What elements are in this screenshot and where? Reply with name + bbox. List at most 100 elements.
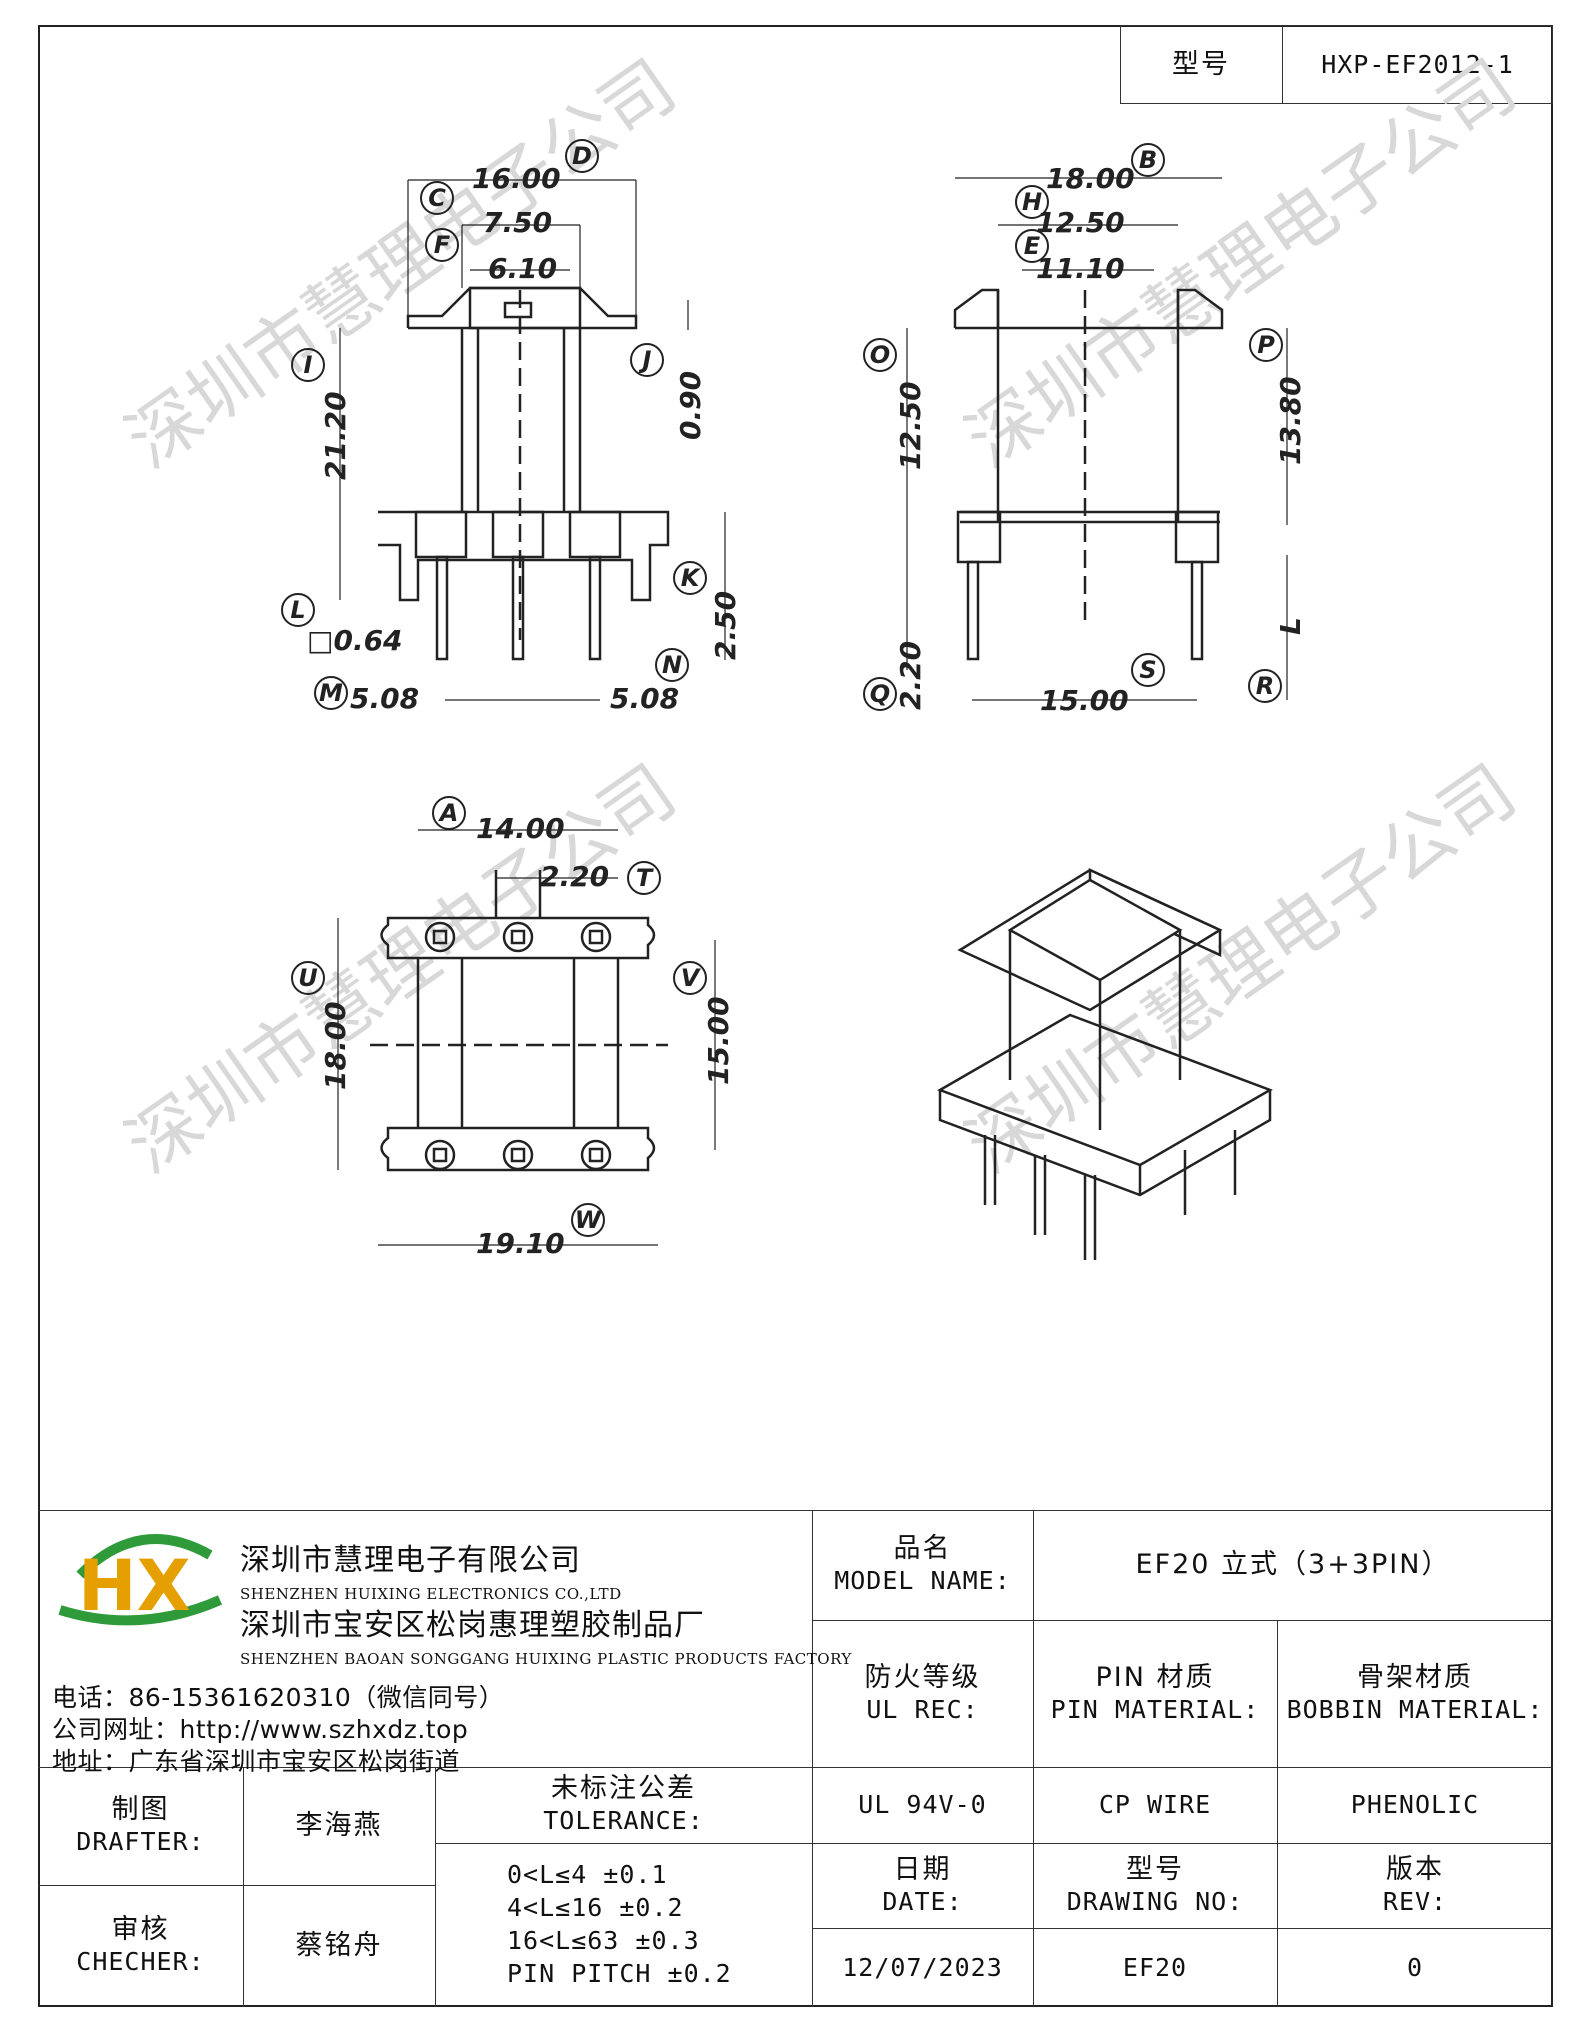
label-H: H — [1022, 188, 1042, 216]
watermark-1: 深圳市慧理电子公司 — [112, 43, 691, 483]
label-circle-T — [627, 861, 661, 895]
label-circle-K — [673, 561, 707, 595]
label-L: L — [290, 596, 305, 624]
label-R: R — [1256, 672, 1274, 700]
factory-name-en: SHENZHEN BAOAN SONGGANG HUIXING PLASTIC … — [240, 1650, 852, 1668]
titleblock-divider-left-1 — [243, 1767, 244, 2007]
factory-name-cn: 深圳市宝安区松岗惠理塑胶制品厂 — [240, 1608, 705, 1643]
label-B: B — [1139, 146, 1157, 174]
circled-labels — [281, 139, 1283, 1237]
label-D: D — [572, 142, 592, 170]
dim-H: 12.50 — [1036, 206, 1125, 239]
label-circle-Q — [863, 677, 897, 711]
company-name-cn: 深圳市慧理电子有限公司 — [240, 1543, 581, 1578]
dim-I: 21.20 — [319, 391, 352, 480]
label-circle-O — [863, 338, 897, 372]
company-name-en: SHENZHEN HUIXING ELECTRONICS CO.,LTD — [240, 1585, 622, 1603]
drawing-frame — [38, 25, 1553, 2007]
model-name-label: 品名 MODEL NAME: — [834, 1533, 1011, 1595]
dim-U: 18.00 — [319, 1001, 352, 1090]
titleblock-divider-main — [812, 1510, 813, 2007]
label-V: V — [681, 964, 702, 992]
dim-R: L — [1274, 617, 1307, 635]
label-U: U — [298, 964, 318, 992]
label-circle-P — [1249, 328, 1283, 362]
logo-text: HX — [78, 1545, 191, 1627]
label-circle-R — [1248, 669, 1282, 703]
label-F: F — [434, 231, 451, 259]
label-circle-W — [571, 1203, 605, 1237]
model-header-value: HXP-EF2012-1 — [1321, 49, 1514, 79]
dim-P: 13.80 — [1274, 376, 1307, 465]
side-view — [906, 177, 1288, 701]
titleblock-top-border — [38, 1510, 1553, 1511]
label-circle-D — [565, 139, 599, 173]
label-Q: Q — [870, 680, 890, 708]
label-circle-F — [425, 228, 459, 262]
watermark-3: 深圳市慧理电子公司 — [112, 748, 691, 1188]
drawing-no-value: EF20 — [1122, 1952, 1188, 1982]
fire-rating-value: UL 94V-0 — [858, 1790, 987, 1819]
model-header-divider — [1282, 25, 1283, 104]
dim-M: 5.08 — [350, 682, 419, 715]
tolerance-line-3: 16<L≤63 ±0.3 — [507, 1926, 700, 1955]
label-circle-C — [420, 181, 454, 215]
dim-S: 15.00 — [1040, 684, 1129, 717]
dim-V: 15.00 — [702, 996, 735, 1085]
bobbin-material-value: PHENOLIC — [1350, 1790, 1480, 1819]
label-circle-B — [1131, 143, 1165, 177]
label-J: J — [639, 346, 652, 374]
dim-L: □0.64 — [307, 624, 403, 657]
label-T: T — [636, 864, 654, 892]
tolerance-line-1: 0<L≤4 ±0.1 — [507, 1860, 668, 1889]
label-circle-E — [1015, 229, 1049, 263]
dim-E: 11.10 — [1036, 252, 1125, 285]
label-W: W — [575, 1206, 603, 1234]
company-phone: 电话：86-15361620310（微信同号） — [52, 1683, 505, 1712]
rev-value: 0 — [1406, 1952, 1424, 1982]
label-circle-V — [673, 961, 707, 995]
watermark-4: 深圳市慧理电子公司 — [952, 748, 1531, 1188]
titleblock-row-2 — [38, 1767, 1553, 1768]
titleblock-row-3 — [435, 1843, 1553, 1844]
titleblock-row-1 — [812, 1620, 1553, 1621]
dim-T: 2.20 — [540, 860, 609, 893]
checker-name: 蔡铭舟 — [295, 1930, 383, 1961]
label-I: I — [304, 351, 313, 379]
front-view — [339, 179, 726, 701]
label-K: K — [681, 564, 702, 592]
pin-material-value: CP WIRE — [1098, 1790, 1212, 1819]
titleblock-row-4 — [812, 1928, 1553, 1929]
dimension-values: 16.00 7.50 6.10 21.20 0.90 2.50 □0.64 5.… — [307, 162, 1307, 1260]
model-header-label: 型号 — [1172, 48, 1230, 80]
label-E: E — [1024, 232, 1041, 260]
titleblock-divider-left-2 — [435, 1767, 436, 2007]
label-circle-U — [291, 961, 325, 995]
label-A: A — [438, 799, 459, 827]
company-logo: HX — [58, 1534, 223, 1627]
dim-F: 6.10 — [488, 252, 557, 285]
isometric-view — [937, 868, 1273, 1260]
dim-O: 12.50 — [894, 381, 927, 470]
dim-A: 14.00 — [476, 812, 565, 845]
label-S: S — [1139, 656, 1156, 684]
label-circle-A — [432, 796, 466, 830]
dim-D: 16.00 — [472, 162, 561, 195]
model-header-box — [1120, 25, 1553, 104]
drafter-name: 李海燕 — [295, 1810, 383, 1841]
dim-W: 19.10 — [476, 1227, 565, 1260]
technical-drawing: 深圳市慧理电子公司 深圳市慧理电子公司 深圳市慧理电子公司 深圳市慧理电子公司 — [112, 43, 1531, 1260]
label-N: N — [662, 651, 682, 679]
dim-J: 0.90 — [674, 371, 707, 440]
tolerance-line-2: 4<L≤16 ±0.2 — [507, 1893, 684, 1922]
bottom-view — [337, 829, 716, 1246]
dim-C: 7.50 — [483, 206, 552, 239]
company-website: 公司网址：http://www.szhxdz.top — [52, 1715, 469, 1744]
dim-B: 18.00 — [1046, 162, 1135, 195]
